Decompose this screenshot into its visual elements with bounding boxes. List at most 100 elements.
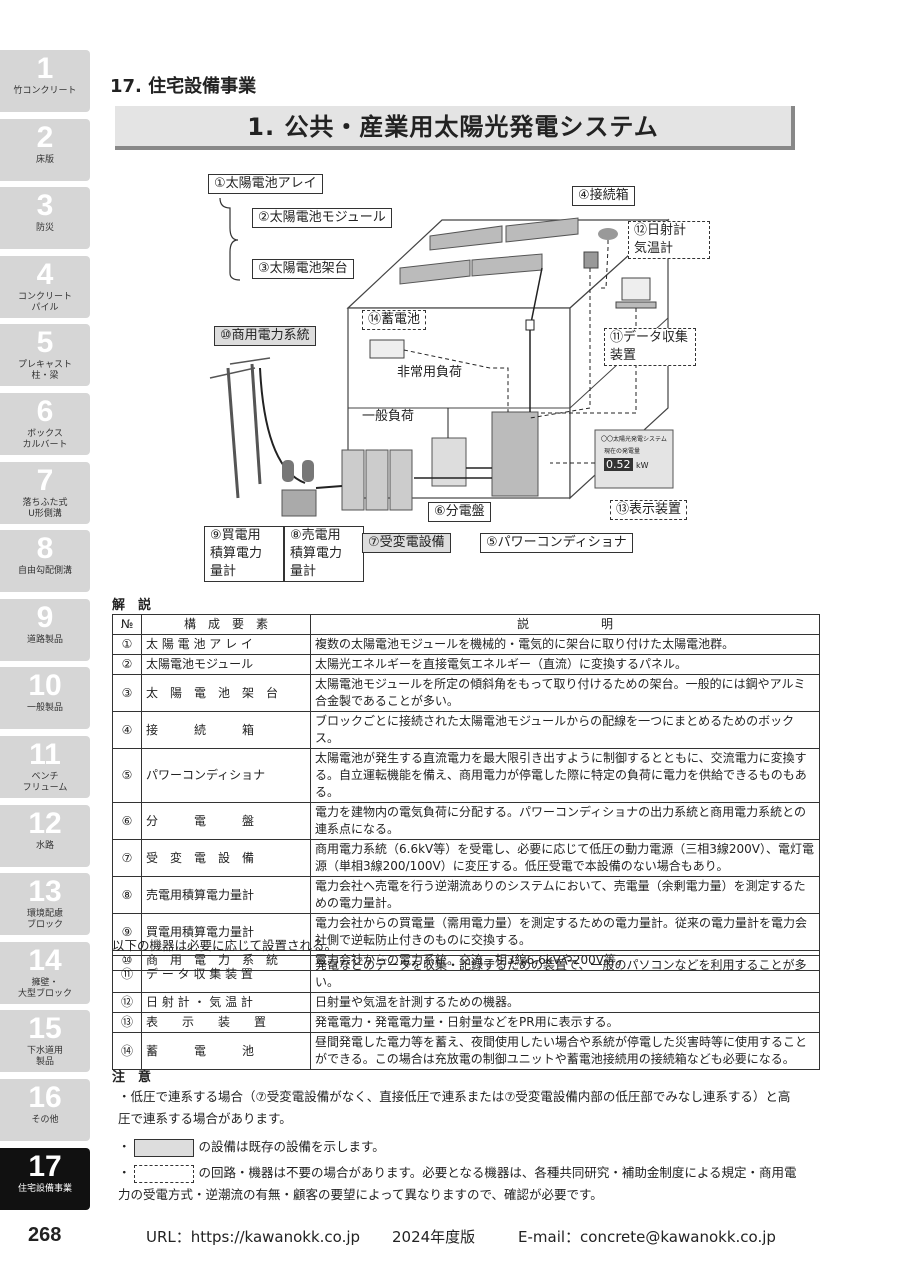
chapter-tab-number: 12	[28, 806, 62, 840]
chapter-tab-label: 道路製品	[26, 634, 63, 645]
cell-name: 売電用積算電力量計	[141, 876, 311, 914]
display-subtitle: 現在の発電量	[604, 448, 641, 455]
display-unit: kW	[636, 461, 649, 470]
cell-no: ⑫	[112, 992, 142, 1013]
cell-no: ⑤	[112, 748, 142, 803]
chapter-tab-label: ベンチ フリューム	[22, 772, 68, 793]
label-sensor-text: ⑫日射計 気温計	[634, 223, 687, 256]
col-no: №	[112, 614, 142, 635]
label-battery: ⑭蓄電池	[362, 310, 427, 330]
chapter-tab-number: 2	[36, 120, 54, 154]
col-name: 構 成 要 素	[141, 614, 311, 635]
cell-desc: 日射量や気温を計測するための機器。	[310, 992, 820, 1013]
label-sensor: ⑫日射計 気温計	[628, 221, 710, 259]
chapter-tab-label: 下水道用 製品	[26, 1046, 63, 1068]
label-junction-box: ④接続箱	[572, 186, 635, 206]
footer-url: URL：https://kawanokk.co.jp	[146, 1228, 361, 1246]
note-3-text: の回路・機器は不要の場合があります。必要となる機器は、各種共同研究・補助金制度に…	[118, 1165, 797, 1202]
label-buy-meter: ⑨買電用 積算電力 量計	[204, 526, 284, 582]
chapter-tab-label: プレキャスト 柱・梁	[17, 360, 72, 382]
cell-name: デ ー タ 収 集 装 置	[141, 955, 311, 993]
cell-name: パワーコンディショナ	[141, 748, 311, 803]
chapter-tab-number: 5	[36, 326, 54, 360]
chapter-tab-number: 13	[28, 875, 62, 909]
cell-no: ①	[112, 634, 142, 655]
label-solar-module: ②太陽電池モジュール	[252, 208, 392, 228]
label-buy-meter-text: ⑨買電用 積算電力 量計	[210, 528, 263, 579]
label-grid: ⑩商用電力系統	[214, 326, 316, 346]
note-2-text: の設備は既存の設備を示します。	[198, 1139, 385, 1154]
label-solar-array: ①太陽電池アレイ	[208, 174, 323, 194]
label-distribution-board: ⑥分電盤	[428, 502, 491, 522]
note-3: ・ の回路・機器は不要の場合があります。必要となる機器は、各種共同研究・補助金制…	[118, 1164, 797, 1202]
cell-no: ④	[112, 711, 142, 749]
cell-no: ⑧	[112, 876, 142, 914]
label-general-load: 一般負荷	[362, 409, 415, 424]
page-number: 268	[28, 1224, 62, 1246]
page-title-banner: 1. 公共・産業用太陽光発電システム	[115, 106, 795, 150]
chapter-tab-label: 竹コンクリート	[13, 86, 77, 96]
system-diagram: ①太陽電池アレイ ②太陽電池モジュール ③太陽電池架台 ④接続箱 ⑫日射計 気温…	[110, 168, 800, 588]
cell-no: ⑬	[112, 1012, 142, 1033]
note-1: ・低圧で連系する場合（⑦受変電設備がなく、直接低圧で連系または⑦受変電設備内部の…	[118, 1089, 791, 1126]
notes-heading: 注 意	[112, 1070, 152, 1085]
chapter-tab-number: 3	[36, 189, 54, 223]
cell-desc: 太陽光エネルギーを直接電気エネルギー（直流）に変換するパネル。	[310, 654, 820, 675]
footer-email: E-mail：concrete@kawanokk.co.jp	[518, 1228, 776, 1246]
cell-name: 日 射 計 ・ 気 温 計	[141, 992, 311, 1013]
chapter-tab-label: 自由勾配側溝	[17, 566, 72, 577]
chapter-tab-label: 水路	[35, 840, 54, 851]
chapter-tab-number: 6	[36, 395, 54, 428]
cell-desc: 電力会社へ売電を行う逆潮流ありのシステムにおいて、売電量（余剰電力量）を測定する…	[310, 876, 820, 914]
cell-desc: 電力を建物内の電気負荷に分配する。パワーコンディショナの出力系統と商用電力系統と…	[310, 802, 820, 840]
cell-name: 受 変 電 設 備	[141, 839, 311, 877]
chapter-tab-number: 7	[36, 463, 54, 497]
cell-desc: 太陽電池が発生する直流電力を最大限引き出すように制御するとともに、交流電力に変換…	[310, 748, 820, 803]
optional-heading: 以下の機器は必要に応じて設置される。	[112, 938, 338, 953]
cell-desc: 昼間発電した電力等を蓄え、夜間使用したい場合や系統が停電した災害時等に使用するこ…	[310, 1032, 820, 1070]
label-mount: ③太陽電池架台	[252, 259, 354, 279]
cell-no: ③	[112, 674, 142, 712]
label-sell-meter-text: ⑧売電用 積算電力 量計	[290, 528, 343, 579]
cell-no: ⑭	[112, 1032, 142, 1070]
cell-desc: 商用電力系統（6.6kV等）を受電し、必要に応じて低圧の動力電源（三相3線200…	[310, 839, 820, 877]
cell-name: 接 続 箱	[141, 711, 311, 749]
chapter-tab-number: 1	[36, 52, 54, 85]
chapter-tab-number: 9	[36, 600, 54, 634]
page-title: 1. 公共・産業用太陽光発電システム	[247, 113, 659, 141]
chapter-tab-number: 4	[36, 257, 54, 291]
label-display: ⑬表示装置	[610, 500, 688, 520]
chapter-tab-number: 15	[28, 1012, 62, 1046]
system-illustration	[209, 197, 674, 517]
cell-desc: 電力会社からの買電量（需用電力量）を測定するための電力量計。従来の電力量計を電力…	[310, 913, 820, 951]
cell-no: ②	[112, 654, 142, 675]
cell-name: 太 陽 電 池 架 台	[141, 674, 311, 712]
optional-swatch	[134, 1164, 195, 1183]
